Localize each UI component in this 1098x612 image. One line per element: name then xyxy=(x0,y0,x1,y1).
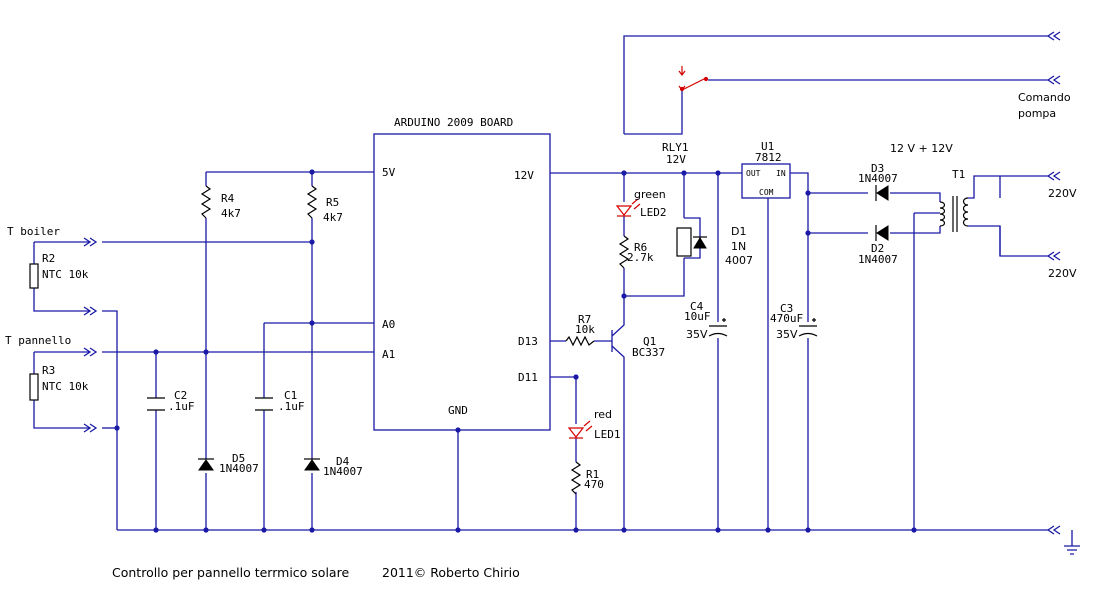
c4-voltage: 35V xyxy=(686,328,708,341)
r5-ref: R5 xyxy=(326,196,339,209)
d2-value: 1N4007 xyxy=(858,253,898,266)
resistor-r1 xyxy=(570,461,582,495)
r2-value: NTC 10k xyxy=(42,268,89,281)
d4-value: 1N4007 xyxy=(323,465,363,478)
pin-a0: A0 xyxy=(382,318,395,331)
c1-value: .1uF xyxy=(278,400,305,413)
d5-value: 1N4007 xyxy=(219,462,259,475)
junction-dots xyxy=(114,169,917,533)
d3-ref: D3 xyxy=(871,162,884,175)
resistor-r5 xyxy=(306,185,318,219)
board-title: ARDUINO 2009 BOARD xyxy=(394,116,513,129)
label-t-pannello: T pannello xyxy=(5,334,71,347)
c3-ref: C3 xyxy=(780,302,793,315)
d1-value-1: 1N xyxy=(731,240,746,253)
r7-ref: R7 xyxy=(578,313,591,326)
c1-ref: C1 xyxy=(284,389,297,402)
r3-ref: R3 xyxy=(42,364,55,377)
supply-label: 12 V + 12V xyxy=(890,142,953,155)
pump-label-1: Comando xyxy=(1018,91,1071,104)
r6-ref: R6 xyxy=(634,241,647,254)
q1-ref: Q1 xyxy=(643,335,656,348)
pin-gnd: GND xyxy=(448,404,468,417)
led1-ref: LED1 xyxy=(594,428,621,441)
r7-value: 10k xyxy=(575,323,595,336)
u1-pin-in: IN xyxy=(776,169,786,178)
footer-title: Controllo per pannello terrmico solare xyxy=(112,565,349,580)
capacitor-c2 xyxy=(147,397,165,411)
relay-coil xyxy=(676,227,707,257)
u1-ref: U1 xyxy=(761,140,774,153)
r5-value: 4k7 xyxy=(323,211,343,224)
t1-ref: T1 xyxy=(952,168,965,181)
pin-12v: 12V xyxy=(514,169,534,182)
q1-value: BC337 xyxy=(632,346,665,359)
c3-value: 470uF xyxy=(770,312,803,325)
c3-voltage: 35V xyxy=(776,328,798,341)
rly1-value: 12V xyxy=(666,153,686,166)
r1-value: 470 xyxy=(584,478,604,491)
c2-value: .1uF xyxy=(168,400,195,413)
led2-color: green xyxy=(634,188,666,201)
r4-ref: R4 xyxy=(221,192,235,205)
c2-ref: C2 xyxy=(174,389,187,402)
c4-value: 10uF xyxy=(684,310,711,323)
connector-arrows xyxy=(83,31,1061,535)
led1-color: red xyxy=(594,408,612,421)
r2-ref: R2 xyxy=(42,252,55,265)
d3-value: 1N4007 xyxy=(858,172,898,185)
led-2-green xyxy=(615,198,641,217)
wires xyxy=(33,35,1048,531)
mains-label-1: 220V xyxy=(1048,187,1077,200)
d4-ref: D4 xyxy=(336,455,350,468)
u1-value: 7812 xyxy=(755,151,782,164)
pin-a1: A1 xyxy=(382,348,395,361)
r6-value: 2.7k xyxy=(627,251,654,264)
ntc-r2 xyxy=(29,263,39,289)
ground-icon xyxy=(1064,530,1080,555)
label-t-boiler: T boiler xyxy=(7,225,60,238)
capacitor-c3 xyxy=(798,318,818,337)
led2-ref: LED2 xyxy=(640,206,667,219)
c4-ref: C4 xyxy=(690,300,704,313)
d1-value-2: 4007 xyxy=(725,254,753,267)
u1-pin-com: COM xyxy=(759,188,774,197)
mains-label-2: 220V xyxy=(1048,267,1077,280)
pin-5v: 5V xyxy=(382,166,396,179)
transformer-t1 xyxy=(939,196,969,232)
r4-value: 4k7 xyxy=(221,207,241,220)
diode-d2 xyxy=(875,225,889,241)
labels: ARDUINO 2009 BOARD 5V 12V A0 A1 D13 D11 … xyxy=(5,91,1077,580)
diode-d3 xyxy=(875,185,889,201)
pin-d11: D11 xyxy=(518,371,538,384)
led-1-red xyxy=(567,420,593,439)
relay-switch xyxy=(678,66,709,92)
d5-ref: D5 xyxy=(232,452,245,465)
footer-copyright: 2011© Roberto Chirio xyxy=(382,565,520,580)
d1-ref: D1 xyxy=(731,225,746,238)
r1-ref: R1 xyxy=(586,468,599,481)
resistor-r7 xyxy=(565,335,595,347)
pump-label-2: pompa xyxy=(1018,107,1056,120)
u1-pin-out: OUT xyxy=(746,169,761,178)
resistor-r6 xyxy=(618,235,630,269)
d2-ref: D2 xyxy=(871,242,884,255)
rly1-ref: RLY1 xyxy=(662,141,689,154)
pin-d13: D13 xyxy=(518,335,538,348)
ntc-r3 xyxy=(29,373,39,401)
diode-d5 xyxy=(198,458,214,471)
r3-value: NTC 10k xyxy=(42,380,89,393)
capacitor-c4 xyxy=(708,318,728,337)
resistor-r4 xyxy=(200,185,212,219)
capacitor-c1 xyxy=(255,397,273,411)
diode-d4 xyxy=(304,458,320,471)
